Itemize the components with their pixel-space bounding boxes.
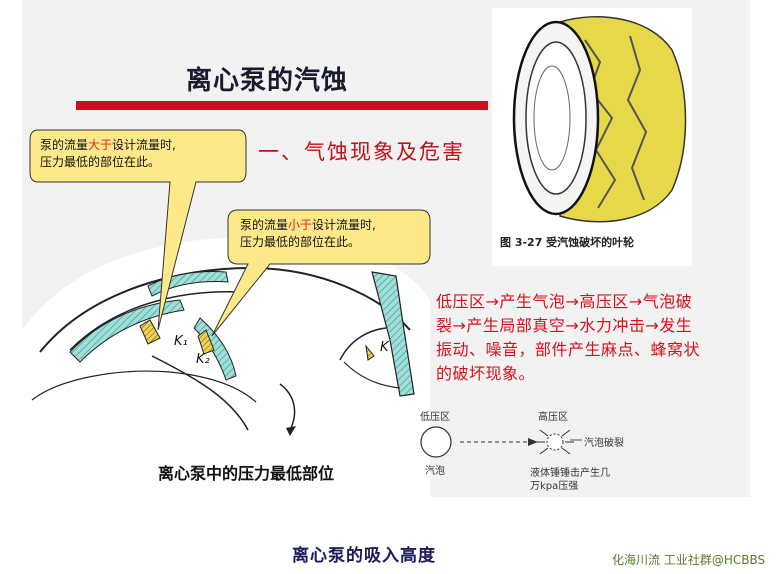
- callout-high-flow-highlight: 大于: [88, 138, 113, 152]
- callout-high-flow-post: 设计流量时,: [112, 138, 176, 152]
- impeller-cross-section: [22, 236, 430, 497]
- callout-low-flow-highlight: 小于: [288, 218, 313, 232]
- watermark: 化海川流 工业社群@HCBBS: [612, 553, 766, 567]
- damaged-impeller-photo: [492, 8, 692, 266]
- slide-title: 离心泵的汽蚀: [186, 66, 349, 96]
- cavitation-description: 低压区→产生气泡→高压区→气泡破裂→产生局部真空→水力冲击→发生振动、噪音，部件…: [436, 292, 701, 383]
- label-bubble: 汽泡: [425, 466, 445, 477]
- label-impact-line2: 万kpa压强: [530, 481, 579, 492]
- bubble-collapse-diagram: [420, 426, 582, 458]
- callout-low-flow-post: 设计流量时,: [312, 218, 376, 232]
- section-subtitle: 一、气蚀现象及危害: [258, 140, 465, 164]
- label-k1: K₁: [174, 334, 188, 349]
- callout-low-flow-pre: 泵的流量: [240, 218, 289, 232]
- callout-low-flow-text: 泵的流量小于设计流量时, 压力最低的部位在此。: [240, 217, 376, 251]
- callout-low-flow-line2: 压力最低的部位在此。: [240, 235, 361, 249]
- label-bubble-burst: 汽泡破裂: [584, 438, 624, 449]
- callout-high-flow-text: 泵的流量大于设计流量时, 压力最低的部位在此。: [40, 137, 176, 171]
- label-high-pressure-zone: 高压区: [538, 412, 568, 423]
- label-k: K: [380, 340, 389, 355]
- photo-caption: 图 3-27 受汽蚀破坏的叶轮: [500, 236, 635, 249]
- label-impact-line1: 液体锤锤击产生几: [530, 468, 610, 479]
- vane-cross-section: [339, 271, 415, 397]
- label-low-pressure-zone: 低压区: [420, 412, 450, 423]
- title-underline-bar: [76, 101, 488, 110]
- diagram-caption: 离心泵中的压力最低部位: [158, 464, 335, 483]
- callout-high-flow-line2: 压力最低的部位在此。: [40, 155, 161, 169]
- callout-high-flow-pre: 泵的流量: [40, 138, 89, 152]
- bottom-section-title: 离心泵的吸入高度: [292, 546, 436, 566]
- callout-low-flow-bubble: [211, 209, 431, 337]
- callout-high-flow-bubble: [29, 129, 247, 331]
- label-k2: K₂: [196, 352, 210, 367]
